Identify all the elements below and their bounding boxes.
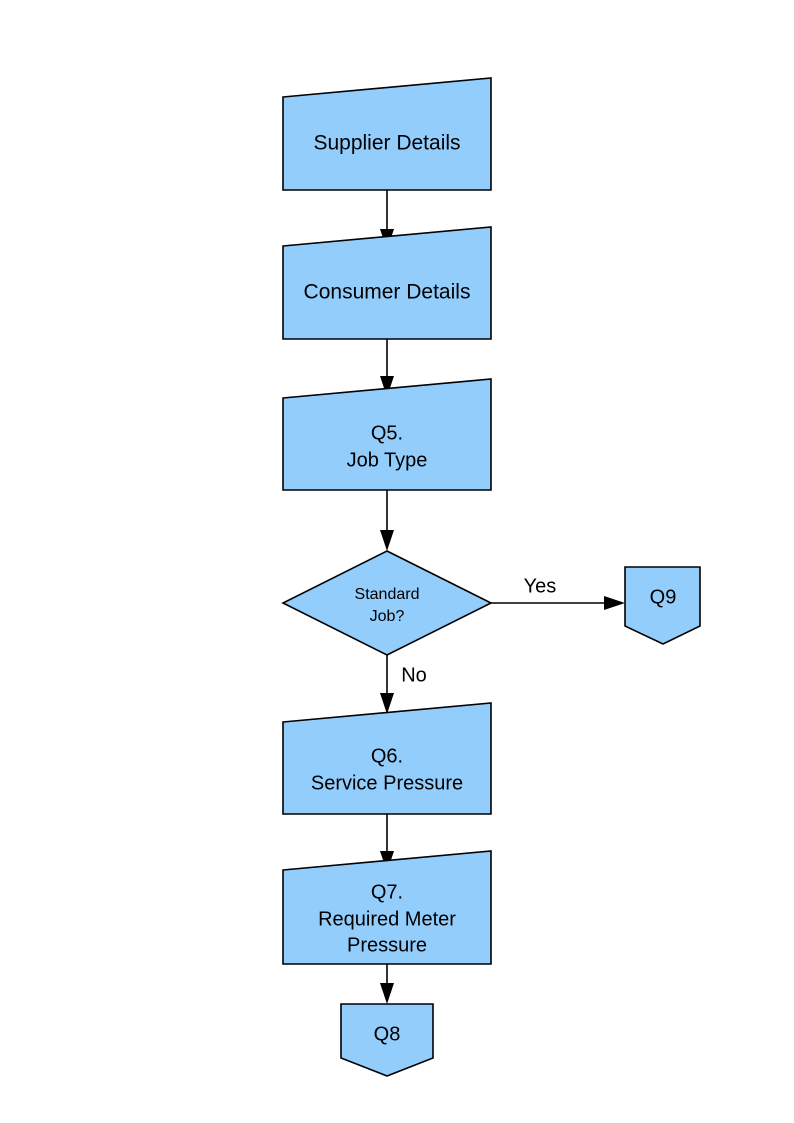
- node-label-q8: Q8: [374, 1023, 401, 1045]
- node-shape-slanted-box[interactable]: [282, 378, 492, 491]
- node-shape-diamond[interactable]: [281, 550, 493, 656]
- node-label-q5-line1: Q5.: [371, 422, 403, 444]
- node-label-q7-line2: Required Meter: [318, 908, 456, 930]
- arrow-head-icon: [380, 530, 394, 551]
- arrow-head-icon: [380, 693, 394, 714]
- node-q7-required-meter-pressure[interactable]: Q7. Required Meter Pressure: [282, 850, 492, 965]
- node-consumer-details[interactable]: Consumer Details: [282, 226, 492, 340]
- node-shape-pennant[interactable]: [624, 566, 701, 645]
- node-shape-slanted-box[interactable]: [282, 77, 492, 191]
- arrow-head-icon: [604, 596, 625, 610]
- node-label-consumer-details: Consumer Details: [304, 281, 471, 304]
- edge-label-yes: Yes: [524, 575, 557, 597]
- node-label-q7-line1: Q7.: [371, 881, 403, 903]
- node-q6-service-pressure[interactable]: Q6. Service Pressure: [282, 702, 492, 815]
- node-label-supplier-details: Supplier Details: [313, 132, 460, 155]
- node-q8-terminal[interactable]: Q8: [340, 1003, 434, 1077]
- node-standard-job-decision[interactable]: Standard Job?: [281, 550, 493, 656]
- arrow-head-icon: [380, 983, 394, 1004]
- edge-decision-to-q6: [380, 655, 394, 714]
- edge-q5-to-decision: [380, 490, 394, 551]
- arrow-head-icon: [380, 376, 394, 397]
- node-supplier-details[interactable]: Supplier Details: [282, 77, 492, 191]
- node-shape-slanted-box[interactable]: [282, 850, 492, 965]
- edge-consumer-to-q5: [380, 339, 394, 397]
- edge-q7-to-q8: [380, 964, 394, 1004]
- node-label-q6-line1: Q6.: [371, 745, 403, 767]
- node-label-q7-line3: Pressure: [347, 934, 427, 956]
- node-label-q5-line2: Job Type: [347, 449, 428, 471]
- node-label-q9: Q9: [650, 586, 677, 608]
- node-label-decision-line2: Job?: [370, 608, 405, 625]
- edge-decision-to-q9: [491, 596, 625, 610]
- node-shape-pennant[interactable]: [340, 1003, 434, 1077]
- node-shape-slanted-box[interactable]: [282, 702, 492, 815]
- edge-label-no: No: [401, 664, 427, 686]
- node-shape-slanted-box[interactable]: [282, 226, 492, 340]
- node-label-q6-line2: Service Pressure: [311, 772, 463, 794]
- node-q5-job-type[interactable]: Q5. Job Type: [282, 378, 492, 491]
- node-q9-terminal[interactable]: Q9: [624, 566, 701, 645]
- node-label-decision-line1: Standard: [355, 586, 420, 603]
